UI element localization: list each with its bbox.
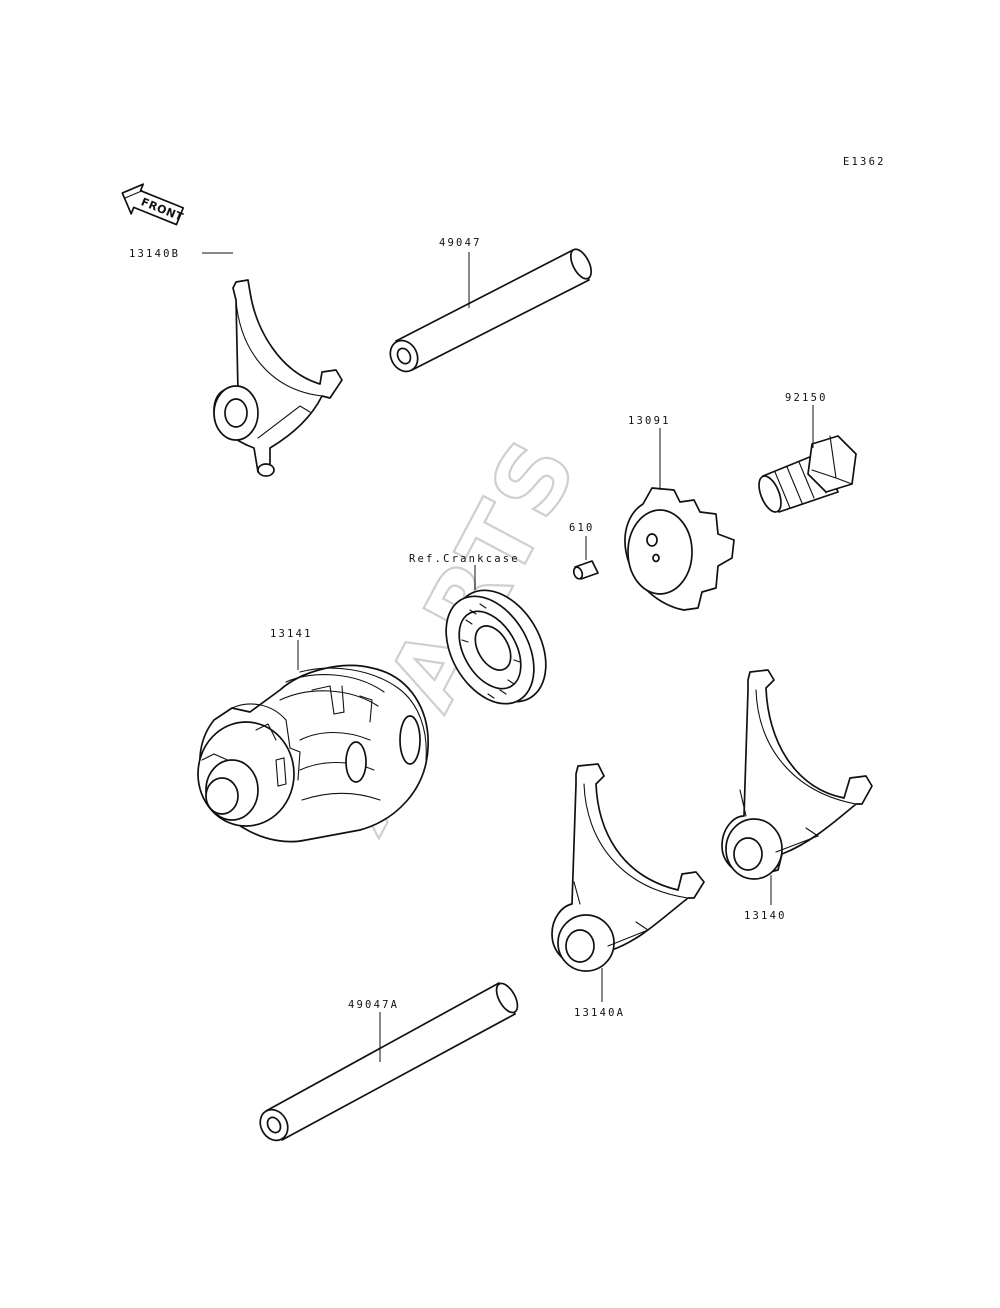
label-13091: 13091 [628,415,671,427]
shift-rod-lower[interactable] [255,980,522,1145]
bolt-92150[interactable] [755,405,857,515]
label-610: 610 [569,522,595,534]
shift-fork-13140[interactable] [721,669,873,905]
label-13141: 13141 [270,628,313,640]
label-13140B: 13140B [129,248,180,260]
label-13140: 13140 [744,910,787,922]
label-92150: 92150 [785,392,828,404]
dowel-pin-610[interactable] [572,536,599,580]
bearing-ref-crankcase[interactable] [428,565,565,719]
shift-drum-13141[interactable] [197,640,429,843]
shift-fork-13140A[interactable] [551,763,705,1002]
label-49047: 49047 [439,237,482,249]
diagram-id: E1362 [843,156,886,168]
shift-fork-13140B[interactable] [202,252,343,477]
label-ref-crankcase: Ref.Crankcase [409,553,520,565]
front-arrow-icon: FRONT [121,183,185,226]
label-49047A: 49047A [348,999,399,1011]
shift-rod-upper[interactable] [385,246,595,376]
label-13140A: 13140A [574,1007,625,1019]
cam-plate-13091[interactable] [624,428,735,611]
